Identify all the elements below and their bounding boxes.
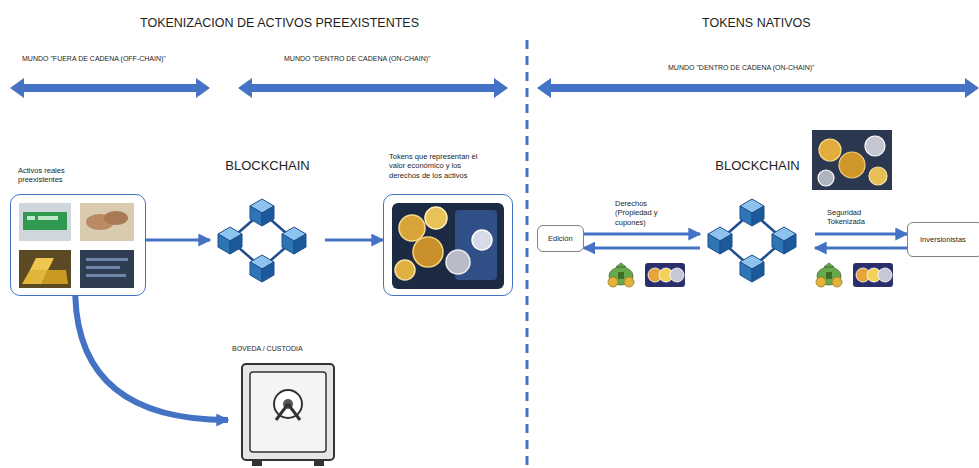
edge-label: Derechos (Propiedad y cupones) [614, 199, 672, 227]
node-heading: Tokens que representan el valor económic… [389, 152, 489, 180]
node-heading: BOVEDA / CUSTODIA [232, 345, 349, 354]
issuer-box: Edición [537, 225, 584, 252]
crypto-icon [645, 263, 685, 287]
investor-box: Inversionistas [907, 222, 979, 257]
double-arrow [10, 78, 210, 98]
world-label: MUNDO "DENTRO DE CADENA (ON-CHAIN)" [284, 55, 431, 63]
asset-frame [10, 194, 146, 296]
box-text: Edición [548, 234, 573, 243]
section-heading: TOKENIZACION DE ACTIVOS PREEXISTENTES [140, 16, 419, 31]
connector-arrow [815, 233, 907, 236]
vault-node: BOVEDA / CUSTODIA [228, 345, 349, 468]
divider-line [526, 40, 529, 468]
connector-arrow [584, 233, 700, 236]
coins-photo [812, 130, 892, 190]
world-label: MUNDO "FUERA DE CADENA (OFF-CHAIN)" [22, 55, 166, 63]
double-arrow [537, 78, 979, 98]
safe-icon [242, 364, 334, 466]
asset-pictures [19, 203, 134, 288]
asset-frame [383, 194, 513, 296]
node-heading: Activos reales preexistentes [18, 166, 88, 185]
blockchain-icon [218, 199, 306, 282]
asset-group: Activos reales preexistentes [10, 166, 146, 296]
edge-label: Seguridad Tokenizada [826, 208, 880, 227]
node-heading: BLOCKCHAIN [700, 158, 815, 174]
connector-arrow [75, 296, 228, 420]
blockchain-icon [708, 199, 796, 282]
connector-arrow [584, 247, 700, 250]
money-icon [816, 263, 842, 287]
blockchain-node: BLOCKCHAIN [700, 158, 815, 290]
node-heading: BLOCKCHAIN [210, 158, 325, 174]
section-heading: TOKENS NATIVOS [702, 16, 811, 31]
crypto-icon [853, 263, 893, 287]
connector-arrow [815, 247, 907, 250]
blockchain-node: BLOCKCHAIN [210, 158, 325, 290]
connector-arrow [146, 239, 210, 242]
money-icon [608, 263, 634, 287]
connector-arrow [325, 239, 383, 242]
coins-picture [392, 203, 504, 289]
double-arrow [238, 78, 508, 98]
token-group: Tokens que representan el valor económic… [383, 152, 513, 296]
box-text: Inversionistas [920, 235, 966, 244]
world-label: MUNDO "DENTRO DE CADENA (ON-CHAIN)" [668, 64, 815, 72]
